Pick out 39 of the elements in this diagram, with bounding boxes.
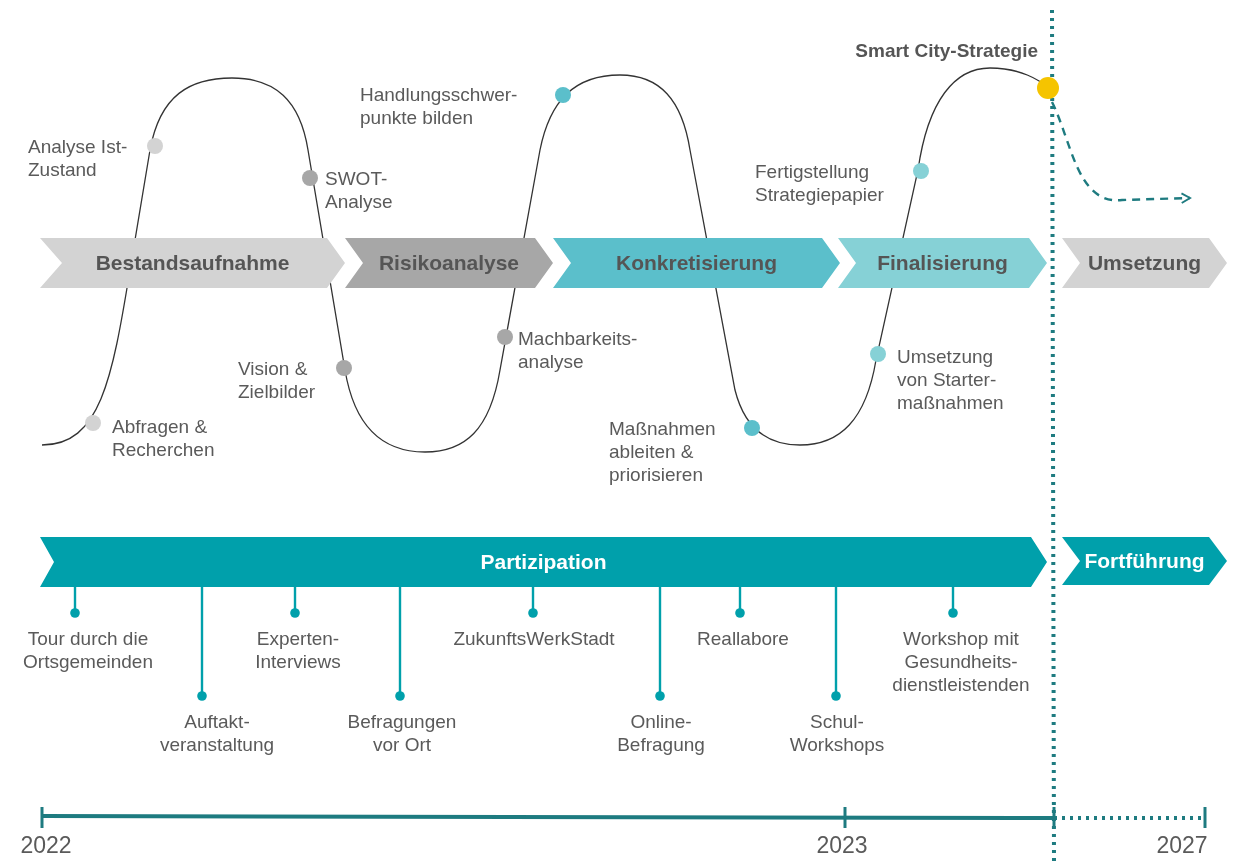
activity-label: Reallabore — [683, 627, 803, 650]
activity-label: Experten- Interviews — [243, 627, 353, 673]
activity-label: Online- Befragung — [606, 710, 716, 756]
activity-label: Workshop mit Gesundheits- dienstleistenden — [873, 627, 1049, 696]
stem-line — [70, 587, 80, 618]
activity-label: Befragungen vor Ort — [337, 710, 467, 756]
stem-line — [655, 587, 665, 701]
participation-band: Partizipation — [40, 537, 1047, 587]
phase-band: Finalisierung — [838, 238, 1047, 288]
phase-band: Konkretisierung — [553, 238, 840, 288]
phase-band: Umsetzung — [1062, 238, 1227, 288]
activity-label: Tour durch die Ortsgemeinden — [8, 627, 168, 673]
year-label: 2022 — [19, 832, 73, 859]
milestone-label: Handlungsschwer- punkte bilden — [360, 83, 548, 129]
dashed-arrow — [1050, 101, 1191, 204]
activity-label: ZukunftsWerkStadt — [424, 627, 644, 650]
year-label: 2027 — [1155, 832, 1209, 859]
stem-line — [290, 587, 300, 618]
milestone-label: Umsetzung von Starter- maßnahmen — [897, 345, 1025, 414]
activity-label: Schul- Workshops — [777, 710, 897, 756]
stem-line — [831, 587, 841, 701]
phase-band: Risikoanalyse — [345, 238, 553, 288]
milestone-label: Analyse Ist- Zustand — [28, 135, 146, 181]
activity-label: Auftakt- veranstaltung — [157, 710, 277, 756]
milestone-label: Fertigstellung Strategiepapier — [755, 160, 910, 206]
stem-line — [948, 587, 958, 618]
stem-line — [528, 587, 538, 618]
phase-band: Bestandsaufnahme — [40, 238, 345, 288]
year-label: 2023 — [815, 832, 869, 859]
milestone-label: Vision & Zielbilder — [238, 357, 336, 403]
milestone-label: Maßnahmen ableiten & priorisieren — [609, 417, 727, 486]
milestone-label: Machbarkeits- analyse — [518, 327, 648, 373]
milestone-title: Smart City-Strategie — [855, 40, 1038, 62]
milestone-label: SWOT- Analyse — [325, 167, 405, 213]
participation-band: Fortführung — [1062, 537, 1227, 585]
milestone-label: Abfragen & Recherchen — [112, 415, 232, 461]
stem-line — [197, 587, 207, 701]
stem-line — [395, 587, 405, 701]
stem-line — [735, 587, 745, 618]
